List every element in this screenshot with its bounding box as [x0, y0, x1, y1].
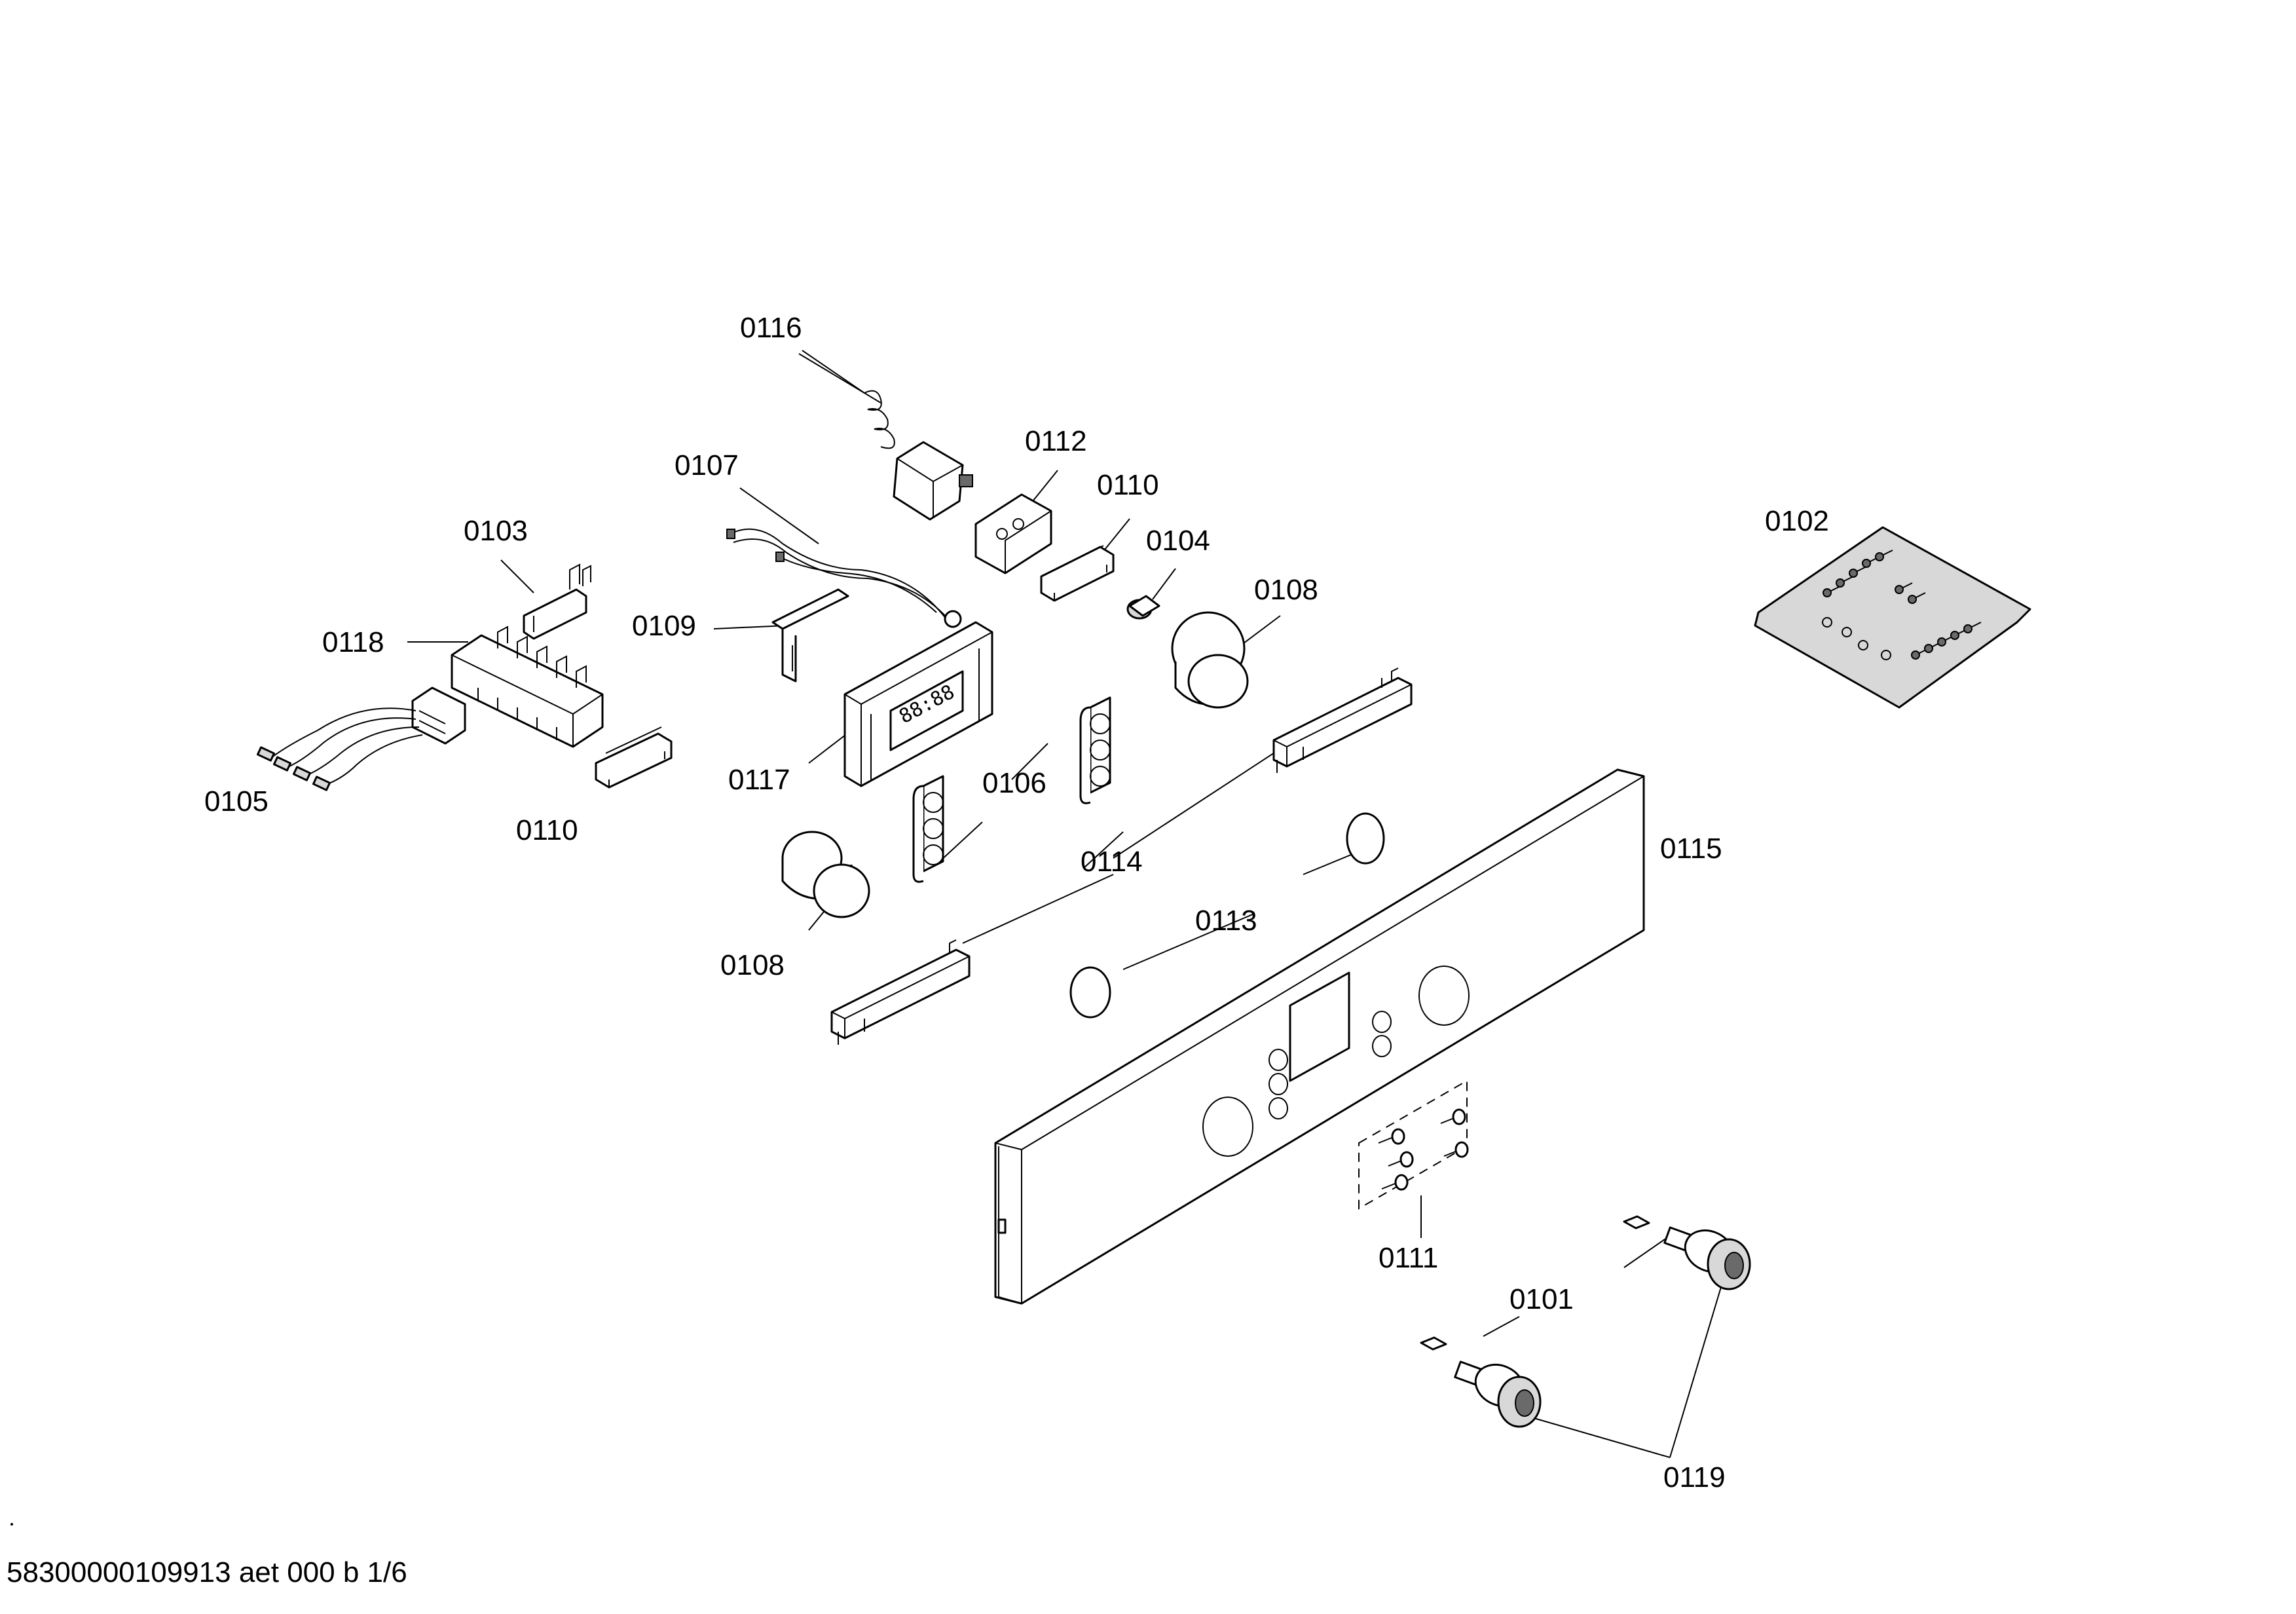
knob-icon	[1454, 1361, 1542, 1428]
label-0108-lower: 0108	[720, 949, 785, 981]
part-0118-terminal-block	[451, 626, 604, 748]
screw-icon-group	[1822, 550, 1982, 660]
part-0109-bracket	[771, 588, 849, 683]
label-0101: 0101	[1509, 1283, 1574, 1315]
part-labels: 0116 0107 0112 0110 0104 0108 0102 0103 …	[204, 312, 1829, 1493]
corner-mark	[10, 1523, 13, 1526]
part-0104-lamp	[1126, 595, 1160, 620]
label-0105: 0105	[204, 785, 268, 817]
part-0103-bracket	[523, 563, 591, 640]
part-0108-lower-housing	[781, 831, 870, 918]
label-0102: 0102	[1765, 505, 1829, 537]
label-0117: 0117	[728, 764, 790, 796]
part-0108-upper-housing	[1171, 611, 1249, 709]
part-0117-clock-module: 88:88	[843, 621, 993, 787]
part-0119-knobs	[1454, 1226, 1751, 1428]
label-0112: 0112	[1025, 425, 1087, 457]
label-0108-upper: 0108	[1254, 574, 1318, 606]
label-0110-upper: 0110	[1097, 469, 1159, 501]
label-0107: 0107	[675, 449, 739, 481]
part-0115-fascia-panel	[994, 768, 1645, 1305]
label-0113: 0113	[1195, 905, 1257, 937]
part-0107-wiring	[726, 528, 962, 628]
label-0110-lower: 0110	[516, 814, 578, 846]
part-0114-upper-rail	[1272, 667, 1413, 773]
label-0104: 0104	[1146, 525, 1210, 557]
part-0111-screws	[1358, 1079, 1469, 1210]
label-0119: 0119	[1663, 1461, 1726, 1493]
label-0106: 0106	[982, 767, 1046, 799]
knob-icon	[1663, 1226, 1751, 1290]
label-0103: 0103	[464, 515, 528, 547]
part-0112-bracket	[974, 493, 1052, 574]
label-0109: 0109	[632, 610, 696, 642]
drawing-id: 58300000109913 aet 000 b 1/6	[7, 1556, 407, 1588]
part-0105-connector-cables	[256, 686, 466, 791]
part-0110-lower-clip	[595, 726, 673, 789]
label-0111: 0111	[1379, 1242, 1438, 1274]
part-0110-upper-clip	[1040, 545, 1115, 602]
part-0101-inserts	[1420, 1215, 1650, 1351]
part-0106-upper-button-holder	[1079, 696, 1111, 804]
label-0118: 0118	[322, 626, 384, 658]
label-0115: 0115	[1660, 833, 1722, 865]
label-0116: 0116	[740, 312, 802, 344]
part-0113-rings	[1069, 812, 1385, 1019]
part-0116-thermostat	[802, 350, 973, 521]
label-0114: 0114	[1081, 846, 1143, 878]
part-0114-lower-rail	[830, 939, 971, 1045]
part-0106-lower-button-holder	[912, 775, 944, 883]
screw-icon	[1378, 1108, 1469, 1191]
part-0102-screw-bag	[1754, 526, 2031, 709]
